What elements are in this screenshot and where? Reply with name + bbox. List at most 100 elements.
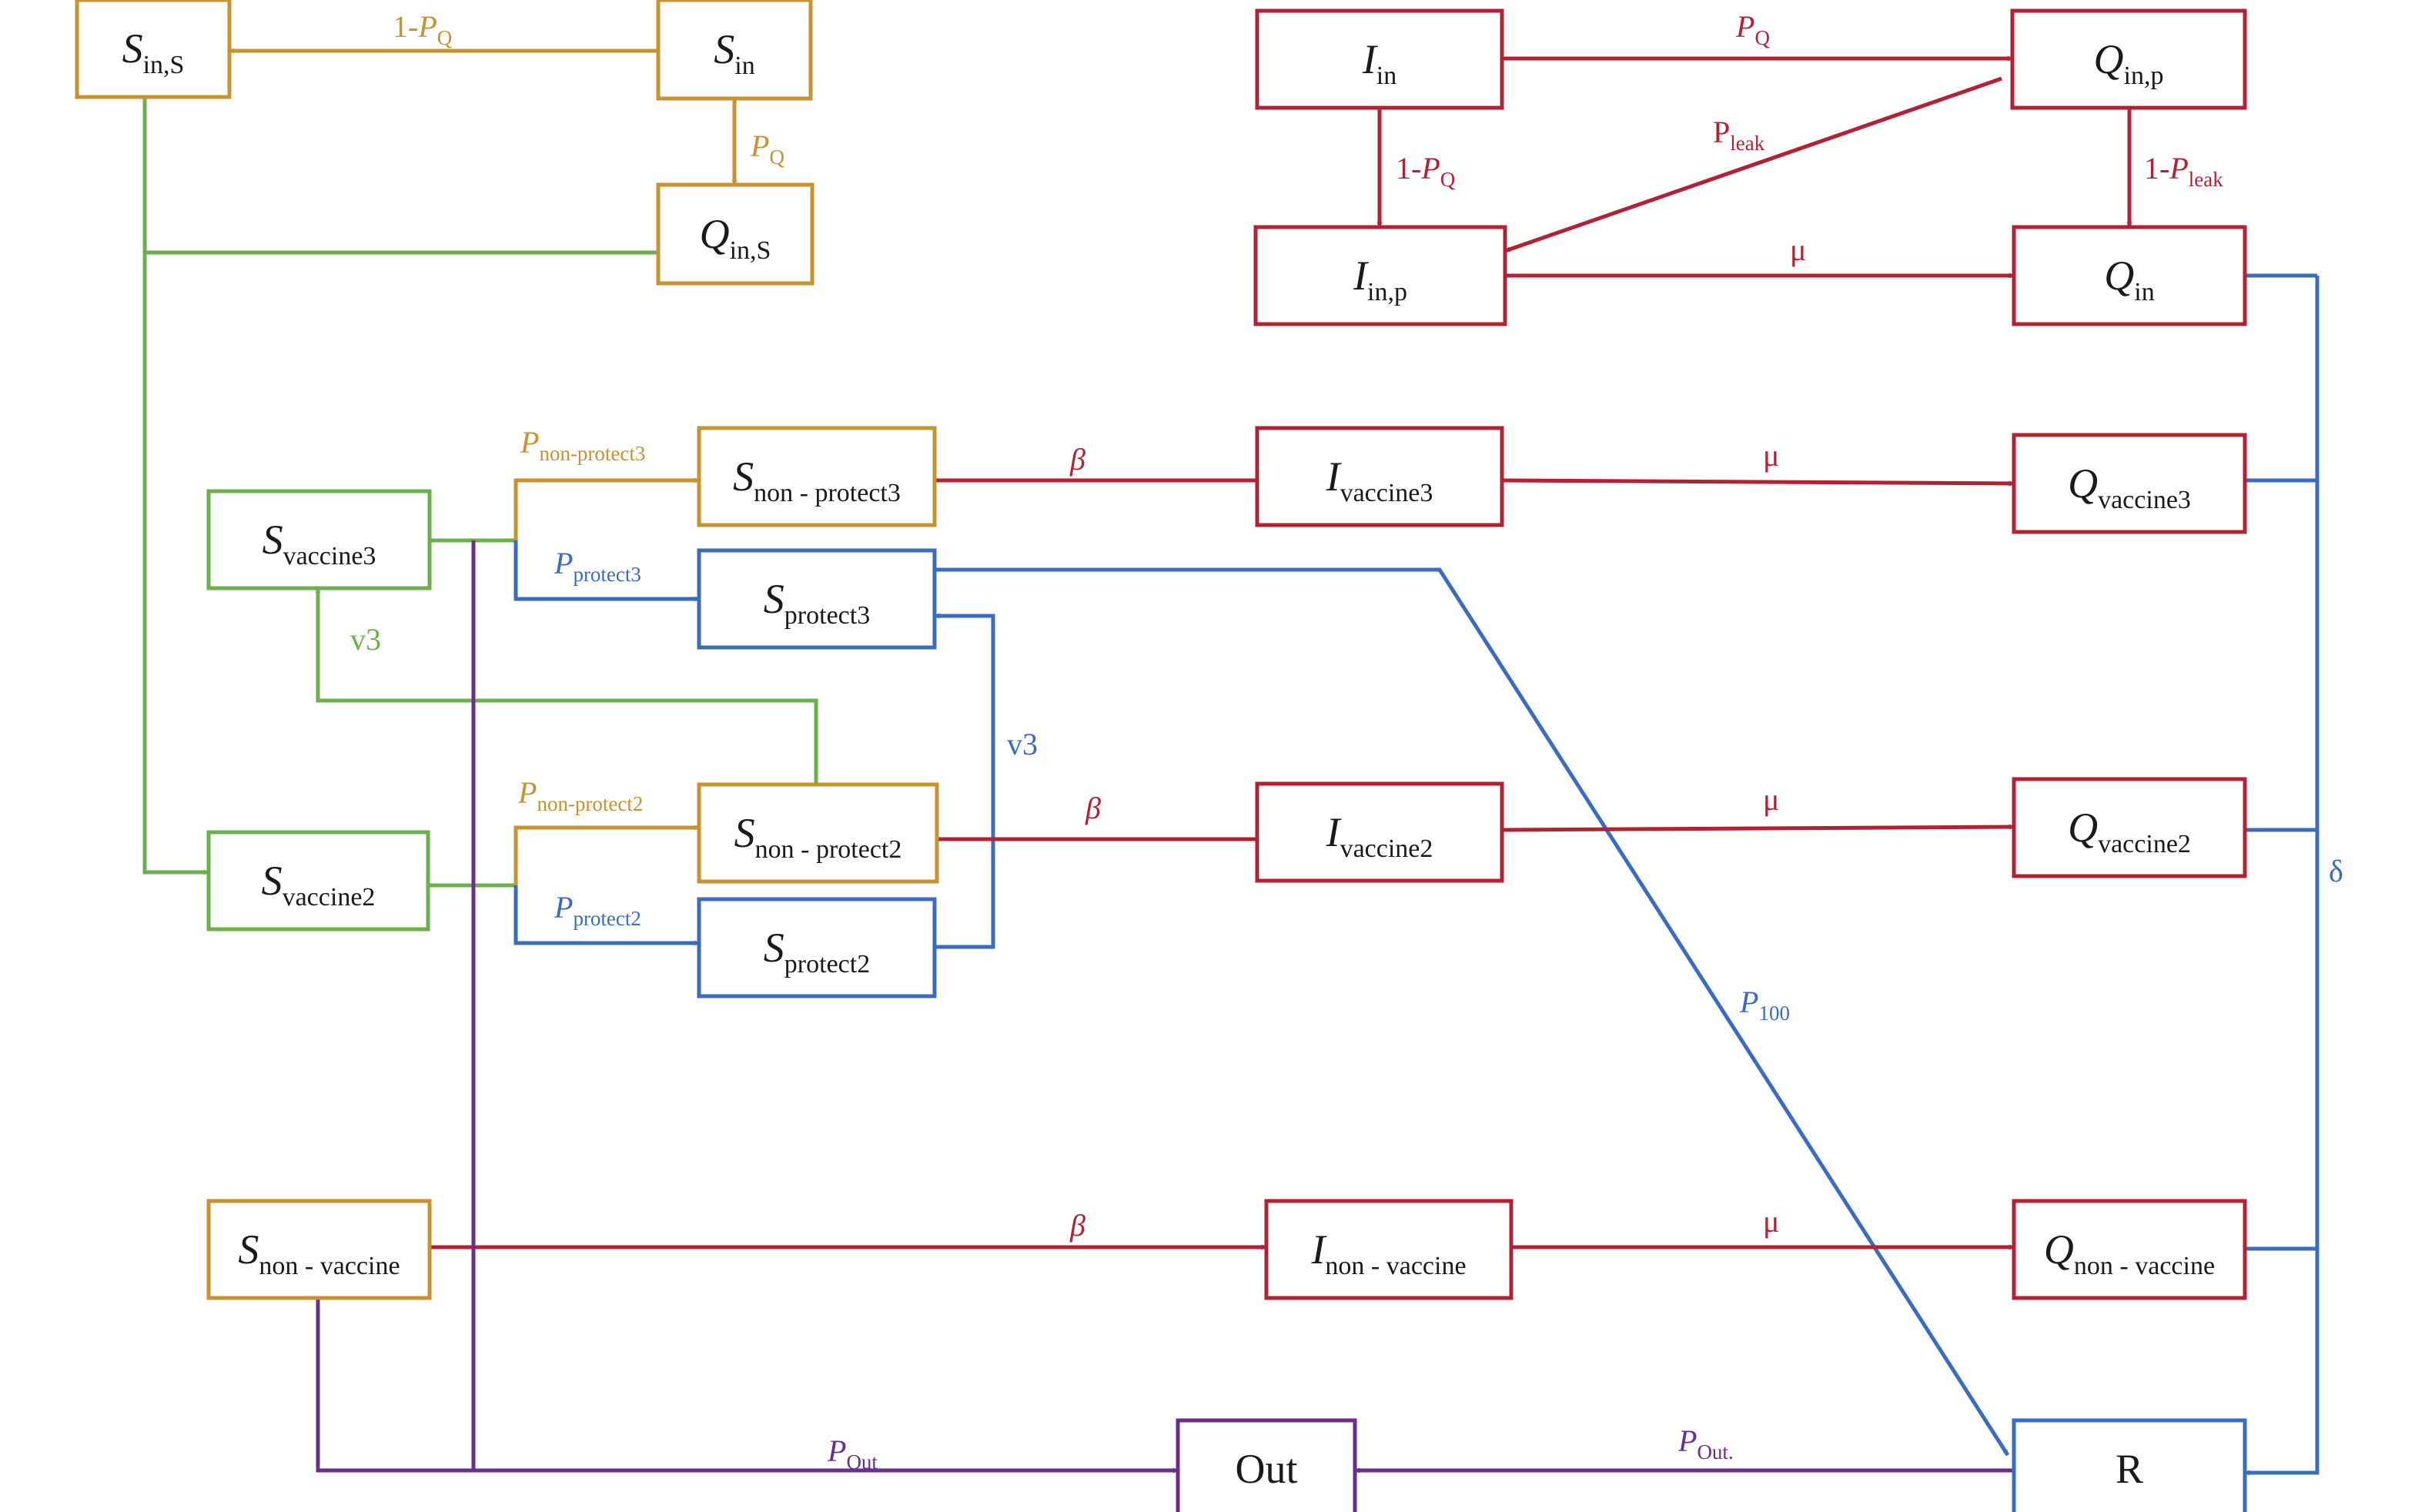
node-label: R: [2116, 1446, 2143, 1492]
node-label-main: I: [1362, 36, 1379, 82]
edge-label-mu3: μ: [1763, 438, 1779, 473]
edge-label-sub: leak: [1730, 132, 1764, 155]
node-box: [2012, 777, 2247, 878]
node-box: [1255, 426, 1504, 527]
edge-label-mu-nv: μ: [1763, 1204, 1779, 1239]
edge-label-main: P: [554, 890, 573, 925]
edge-label-sin-to-sins: 1-PQ: [393, 9, 453, 49]
node-label: Snon - protect3: [733, 453, 901, 507]
node-box: [206, 489, 432, 590]
node-box: [206, 830, 430, 932]
edge-label-sub: Out.: [1697, 1440, 1733, 1463]
node-i-vaccine3: Ivaccine3: [1255, 426, 1504, 527]
edge-svaccine3-to-protect3: [513, 540, 700, 602]
node-label: Sprotect3: [764, 576, 870, 630]
node-box: [2012, 225, 2247, 326]
edge-label-mu2: μ: [1763, 782, 1779, 817]
node-box: [697, 782, 939, 884]
node-label-main: S: [238, 1226, 259, 1273]
edge-qinp-to-iinp: [1504, 76, 2002, 253]
node-label-main: R: [2116, 1446, 2143, 1492]
edge-label-main: β: [1069, 1208, 1085, 1243]
edge-q-bus-to-r: [2244, 276, 2320, 1476]
edge-label-v2-nonprotect2: Pnon-protect2: [517, 775, 643, 815]
edge-label-main: μ: [1763, 438, 1779, 473]
node-label-sub: in,p: [1367, 278, 1407, 306]
edge-label-sub: protect3: [573, 563, 641, 586]
edge-label-beta-nv: β: [1069, 1208, 1085, 1243]
node-box: [697, 548, 937, 650]
edge-svaccine3-to-nonprotect3: [513, 477, 700, 540]
node-label: Svaccine3: [263, 517, 376, 570]
node-label-main: Q: [2044, 1226, 2074, 1273]
node-box: [2010, 8, 2247, 110]
node-label-main: S: [263, 517, 283, 563]
edge-label-sin-to-qins: PQ: [750, 129, 784, 169]
edge-label-main: P: [827, 1433, 846, 1468]
edge-ivaccine2-to-qvaccine2: [1501, 824, 2015, 832]
node-label-main: Q: [2068, 805, 2098, 851]
node-label: Ivaccine3: [1326, 453, 1433, 507]
node-label: Iin,p: [1353, 253, 1407, 306]
node-box: [1255, 8, 1504, 110]
node-box: [2012, 1418, 2247, 1512]
node-label-sub: in: [734, 52, 754, 80]
edge-label-sub: Q: [769, 146, 784, 169]
node-label-sub: protect3: [784, 601, 870, 630]
edge-svaccine2-to-nonprotect2: [513, 825, 700, 885]
edge-label-main: P: [520, 425, 539, 460]
edge-label-v3-protect3: Pprotect3: [554, 546, 641, 586]
edge-label-pout-r: POut.: [1677, 1423, 1734, 1463]
node-label-sub: in,S: [143, 51, 185, 79]
node-label: Qin: [2104, 253, 2154, 306]
edge-label-main: P: [417, 9, 436, 44]
node-label-sub: in,p: [2124, 62, 2164, 90]
edge-label-main: δ: [2329, 854, 2343, 888]
node-label: Qin,S: [700, 211, 771, 265]
node-s-nonprotect3: Snon - protect3: [697, 426, 937, 527]
node-label-main: S: [733, 453, 754, 500]
node-box: [656, 0, 813, 101]
node-label-main: S: [764, 576, 784, 622]
node-label-sub: non - protect2: [755, 835, 902, 864]
edge-label-main: β: [1069, 442, 1085, 477]
edge-label-main: v3: [350, 622, 381, 657]
edge-labels-layer: 1-PQPQPQ1-PQPleak1-PleakμPnon-protect3Pp…: [350, 9, 2343, 1474]
node-i-in: Iin: [1255, 8, 1504, 110]
edge-label-sub: Q: [1440, 168, 1456, 191]
edge-label-sub: non-protect2: [537, 792, 643, 815]
node-s-in: Sin: [656, 0, 813, 101]
node-label-sub: vaccine3: [283, 542, 376, 570]
edge-label-p100: P100: [1739, 985, 1790, 1025]
edge-label-main: β: [1085, 791, 1101, 825]
node-label: Out: [1236, 1446, 1298, 1492]
edge-label-main: P: [2169, 151, 2188, 186]
node-label-main: Q: [2068, 460, 2098, 507]
node-label: Qvaccine3: [2068, 460, 2191, 514]
edge-label-sub: leak: [2189, 168, 2223, 191]
edge-label-beta2: β: [1085, 791, 1101, 825]
edge-label-iin-to-qinp: PQ: [1735, 9, 1770, 49]
node-box: [1264, 1199, 1514, 1300]
node-s-ins: Sin,S: [75, 0, 232, 99]
node-box: [75, 0, 232, 99]
node-q-inp: Qin,p: [2010, 8, 2247, 110]
node-label-main: Q: [700, 211, 730, 257]
node-i-inp: Iin,p: [1253, 225, 1507, 326]
node-label: Qnon - vaccine: [2044, 1226, 2215, 1280]
edge-label-v3-nonprotect3: Pnon-protect3: [520, 425, 645, 465]
node-label-sub: in: [2134, 278, 2154, 306]
node-label-sub: non - vaccine: [259, 1252, 400, 1280]
edge-label-main: μ: [1790, 232, 1806, 267]
node-label: Qvaccine2: [2068, 805, 2191, 858]
edge-label-main: μ: [1763, 1204, 1779, 1239]
node-label-sub: vaccine2: [283, 883, 376, 912]
node-q-in: Qin: [2012, 225, 2247, 326]
node-label-sub: in,S: [730, 236, 771, 265]
node-box: [1255, 781, 1504, 883]
node-out: Out: [1176, 1418, 1357, 1512]
edge-label-prefix: 1-: [393, 9, 418, 44]
node-box: [1253, 225, 1507, 326]
node-label-main: I: [1353, 253, 1370, 299]
